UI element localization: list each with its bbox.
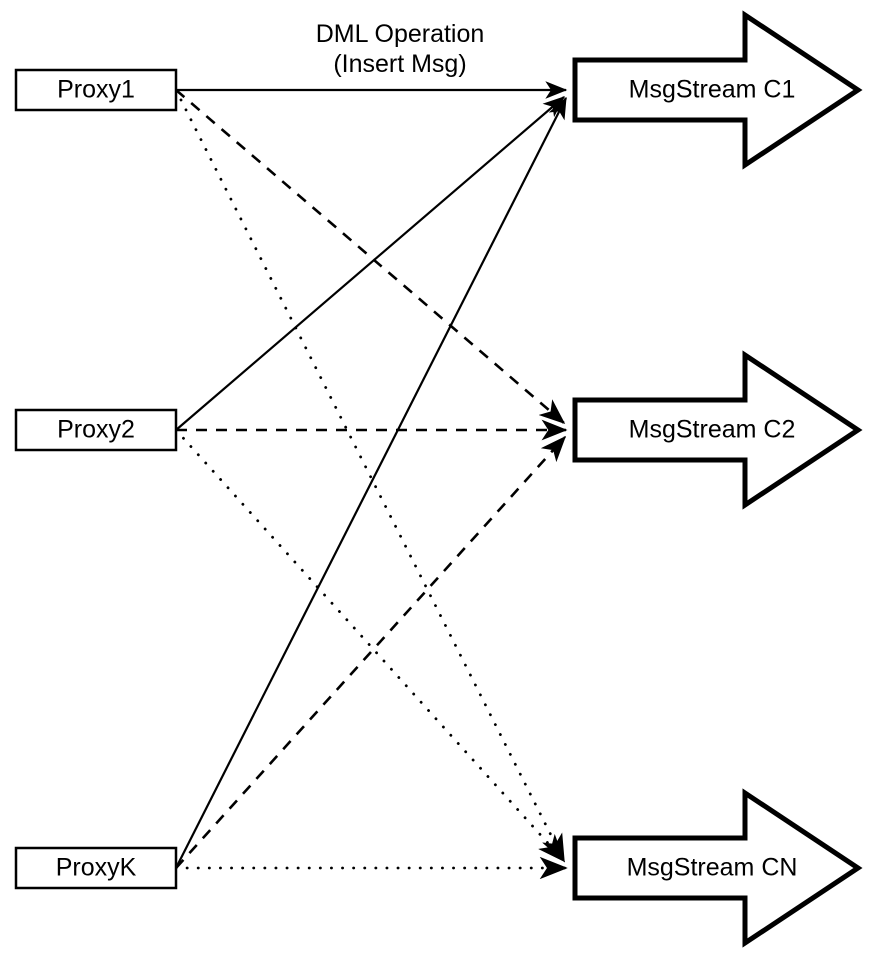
stream-c2-arrow-shape[interactable] xyxy=(572,350,863,510)
edge-proxyk-to-stream-c2[interactable] xyxy=(175,435,567,869)
edge-proxy1-to-stream-cn[interactable] xyxy=(174,88,566,863)
proxyk-label: ProxyK xyxy=(56,854,137,882)
stream-node-cn[interactable]: MsgStream CN xyxy=(572,788,863,948)
stream-c1-arrow-shape[interactable] xyxy=(572,10,863,170)
edge-proxy2-to-stream-c1[interactable] xyxy=(175,96,566,431)
edge-label-dml-operation: DML Operation (Insert Msg) xyxy=(316,20,485,78)
stream-node-c1[interactable]: MsgStream C1 xyxy=(572,10,863,170)
edge-proxy1-to-stream-c2[interactable] xyxy=(175,89,566,425)
proxy2-label: Proxy2 xyxy=(57,416,135,444)
edge-proxyk-to-stream-c1[interactable] xyxy=(175,96,567,869)
proxy-node-proxy1[interactable]: Proxy1 xyxy=(14,68,178,112)
stream-cn-arrow-shape[interactable] xyxy=(572,788,863,948)
stream-node-c2[interactable]: MsgStream C2 xyxy=(572,350,863,510)
stream-c2-label: MsgStream C2 xyxy=(629,416,796,444)
edge-label-line2: (Insert Msg) xyxy=(333,50,466,78)
proxyk-box[interactable] xyxy=(14,846,178,890)
connector-edges xyxy=(174,81,568,880)
proxy1-box[interactable] xyxy=(14,68,178,112)
proxy1-label: Proxy1 xyxy=(57,76,135,104)
edge-label-line1: DML Operation xyxy=(316,20,485,48)
proxy-node-proxy2[interactable]: Proxy2 xyxy=(14,408,178,452)
proxy2-box[interactable] xyxy=(14,408,178,452)
proxy-node-proxyk[interactable]: ProxyK xyxy=(14,846,178,890)
edge-proxy2-to-stream-cn[interactable] xyxy=(174,428,566,863)
stream-cn-label: MsgStream CN xyxy=(627,854,798,882)
stream-c1-label: MsgStream C1 xyxy=(629,76,796,104)
